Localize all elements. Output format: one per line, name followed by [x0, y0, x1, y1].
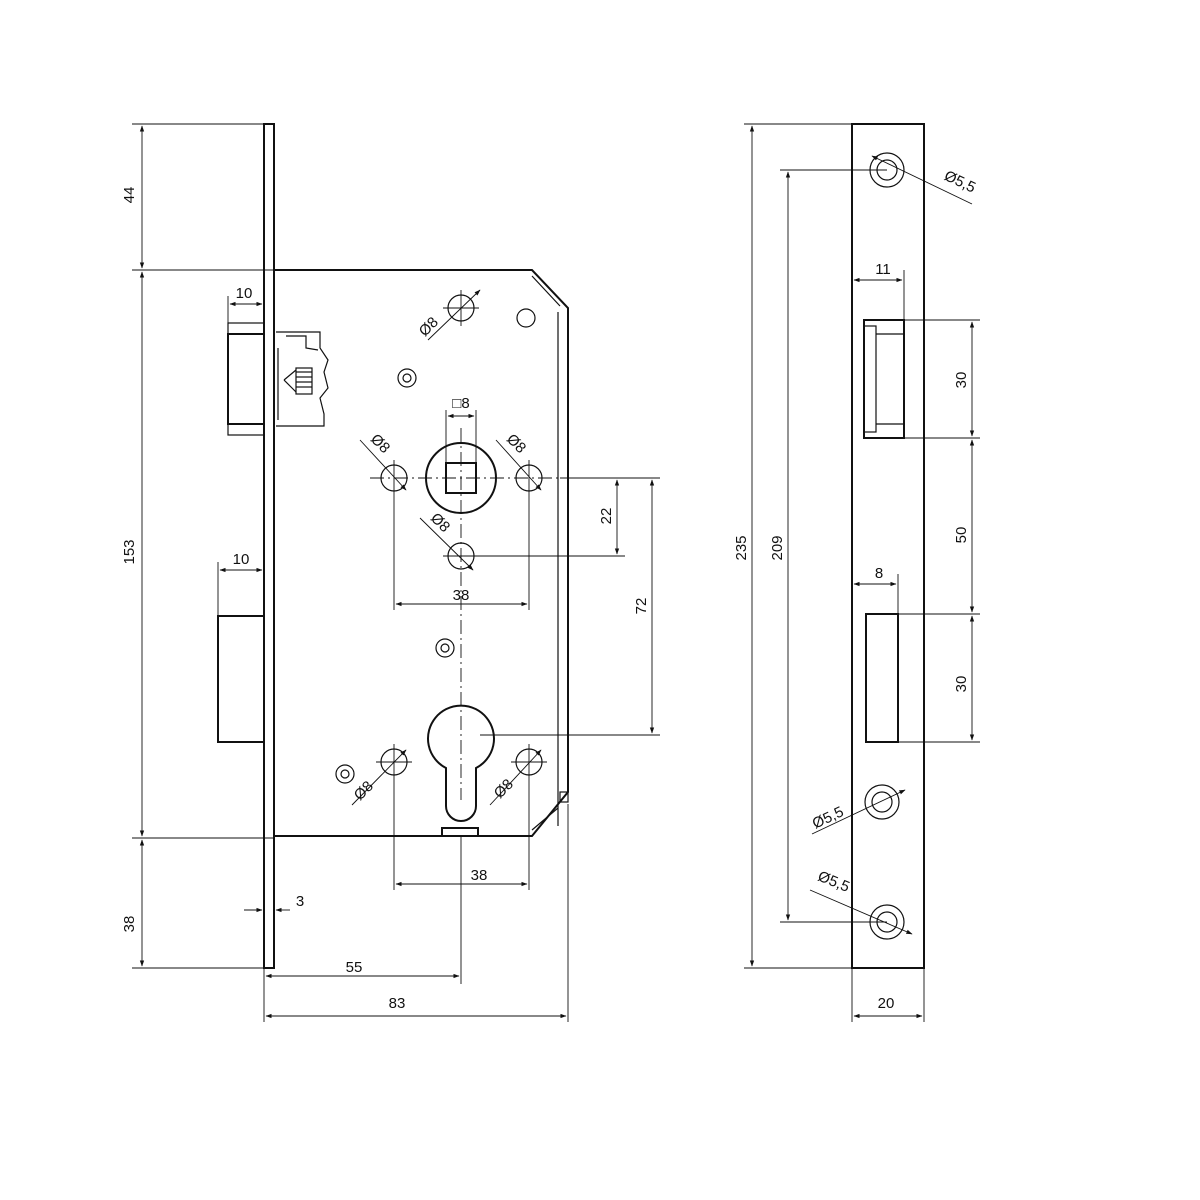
dim-total-length: 235 — [733, 535, 750, 560]
dim-plate-thickness: 3 — [296, 893, 304, 910]
dim-hole-spacing: 209 — [769, 535, 786, 560]
dim-hole-spacing-bottom: 38 — [471, 867, 488, 884]
screw-hole-mid — [864, 784, 900, 820]
dim-hole-left: Ø8 — [367, 431, 393, 457]
dim-bolt-width: 10 — [233, 551, 250, 568]
screw — [335, 764, 355, 784]
dim-width: 20 — [878, 995, 895, 1012]
faceplate — [263, 123, 275, 969]
latch-bolt — [227, 322, 329, 436]
dim-total-depth: 83 — [389, 995, 406, 1012]
dim-hole-cyl-left: Ø8 — [351, 778, 377, 804]
dim-top: 44 — [121, 187, 138, 204]
bolt-opening — [865, 613, 899, 743]
hole — [516, 308, 536, 328]
cylinder-hole — [427, 704, 495, 822]
dim-bolt-opening: 30 — [953, 676, 970, 693]
dim-hole-right: Ø8 — [503, 431, 529, 457]
dim-gap: 50 — [953, 527, 970, 544]
lock-body-view: 44 153 38 10 10 □8 Ø8 Ø8 Ø8 Ø8 38 22 — [121, 123, 660, 1022]
dim-latch-depth: 11 — [875, 261, 891, 278]
dim-latch-width: 10 — [236, 285, 253, 302]
dim-hole-upper: Ø8 — [416, 314, 442, 340]
dead-bolt — [217, 615, 265, 743]
dim-hole-mid: Ø5,5 — [810, 803, 847, 832]
dim-offset: 22 — [598, 508, 615, 525]
dim-bolt-depth: 8 — [875, 565, 883, 582]
latch-opening — [863, 319, 905, 439]
dim-body: 153 — [121, 539, 138, 564]
dim-backset: 55 — [346, 959, 363, 976]
dim-spindle-square: □8 — [452, 395, 469, 412]
dim-bottom: 38 — [121, 916, 138, 933]
screw — [397, 368, 417, 388]
dim-latch-opening: 30 — [953, 372, 970, 389]
dim-hole-lower: Ø8 — [427, 510, 453, 536]
screw — [435, 638, 455, 658]
lock-case — [274, 269, 569, 837]
dim-center-distance: 72 — [633, 598, 650, 615]
dim-hole-spacing-top: 38 — [453, 587, 470, 604]
strike-plate — [851, 123, 925, 969]
dim-hole-bottom: Ø5,5 — [815, 868, 852, 896]
strike-plate-view: 235 209 Ø5,5 Ø5,5 Ø5,5 11 30 50 30 8 — [733, 123, 980, 1022]
